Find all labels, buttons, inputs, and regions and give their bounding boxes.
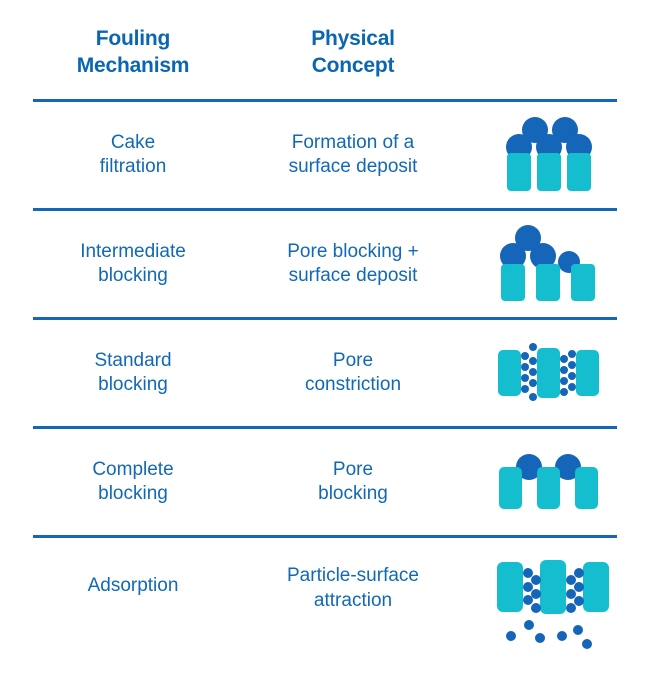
cell-concept: Particle-surface attraction bbox=[238, 556, 468, 613]
table-row: Adsorption Particle-surface attraction bbox=[0, 538, 650, 687]
divider-row-3 bbox=[33, 426, 617, 430]
standard-blocking-diagram-icon bbox=[488, 342, 608, 404]
cell-diagram bbox=[468, 451, 628, 513]
mechanism-line1: Intermediate bbox=[80, 240, 186, 262]
mechanism-line2: filtration bbox=[99, 156, 167, 178]
divider-row-1 bbox=[33, 208, 617, 212]
concept-line2: blocking bbox=[318, 483, 388, 505]
cell-concept: Pore blocking bbox=[238, 458, 468, 507]
cell-diagram bbox=[468, 224, 628, 304]
intermediate-blocking-diagram-icon bbox=[488, 224, 608, 304]
fouling-mechanism-table: Fouling Mechanism Physical Concept Cake … bbox=[0, 0, 650, 650]
column-header-line1: Fouling bbox=[95, 27, 171, 50]
cell-diagram bbox=[468, 556, 628, 652]
complete-blocking-diagram-icon bbox=[488, 451, 608, 513]
cell-mechanism: Cake filtration bbox=[28, 131, 238, 180]
column-header-line1: Physical bbox=[311, 27, 395, 50]
concept-line1: Formation of a bbox=[291, 131, 415, 153]
column-header-fouling-mechanism: Fouling Mechanism bbox=[28, 26, 238, 79]
cell-concept: Pore constriction bbox=[238, 349, 468, 398]
mechanism-line1: Complete bbox=[92, 458, 174, 480]
adsorption-diagram-icon bbox=[483, 556, 613, 652]
cell-concept: Pore blocking + surface deposit bbox=[238, 240, 468, 289]
cell-diagram bbox=[468, 115, 628, 195]
cell-diagram bbox=[468, 342, 628, 404]
cell-mechanism: Complete blocking bbox=[28, 458, 238, 507]
mechanism-line2: blocking bbox=[98, 265, 168, 287]
mechanism-line1: Cake bbox=[110, 131, 156, 153]
concept-line1: Particle-surface bbox=[287, 565, 419, 587]
concept-line2: constriction bbox=[304, 374, 402, 396]
cell-concept: Formation of a surface deposit bbox=[238, 131, 468, 180]
table-row: Standard blocking Pore constriction bbox=[0, 320, 650, 426]
column-header-physical-concept: Physical Concept bbox=[238, 26, 468, 79]
concept-line1: Pore blocking + bbox=[287, 240, 419, 262]
column-header-line2: Concept bbox=[311, 53, 395, 77]
table-row: Complete blocking Pore blocking bbox=[0, 429, 650, 535]
cell-mechanism: Adsorption bbox=[28, 556, 238, 599]
mechanism-line1: Standard bbox=[94, 349, 172, 371]
mechanism-line2: blocking bbox=[98, 374, 168, 396]
concept-line1: Pore bbox=[332, 349, 374, 371]
mechanism-line1: Adsorption bbox=[87, 575, 179, 597]
column-header-line2: Mechanism bbox=[76, 53, 190, 77]
table-row: Cake filtration Formation of a surface d… bbox=[0, 102, 650, 208]
concept-line2: surface deposit bbox=[288, 156, 418, 178]
divider-row-2 bbox=[33, 317, 617, 321]
divider-row-4 bbox=[33, 535, 617, 539]
cell-mechanism: Intermediate blocking bbox=[28, 240, 238, 289]
concept-line2: attraction bbox=[313, 590, 393, 611]
concept-line2: surface deposit bbox=[288, 265, 418, 287]
table-row: Intermediate blocking Pore blocking + su… bbox=[0, 211, 650, 317]
table-header-row: Fouling Mechanism Physical Concept bbox=[0, 0, 650, 79]
divider-header bbox=[33, 99, 617, 103]
mechanism-line2: blocking bbox=[98, 483, 168, 505]
cake-filtration-diagram-icon bbox=[488, 115, 608, 195]
concept-line1: Pore bbox=[332, 458, 374, 480]
cell-mechanism: Standard blocking bbox=[28, 349, 238, 398]
